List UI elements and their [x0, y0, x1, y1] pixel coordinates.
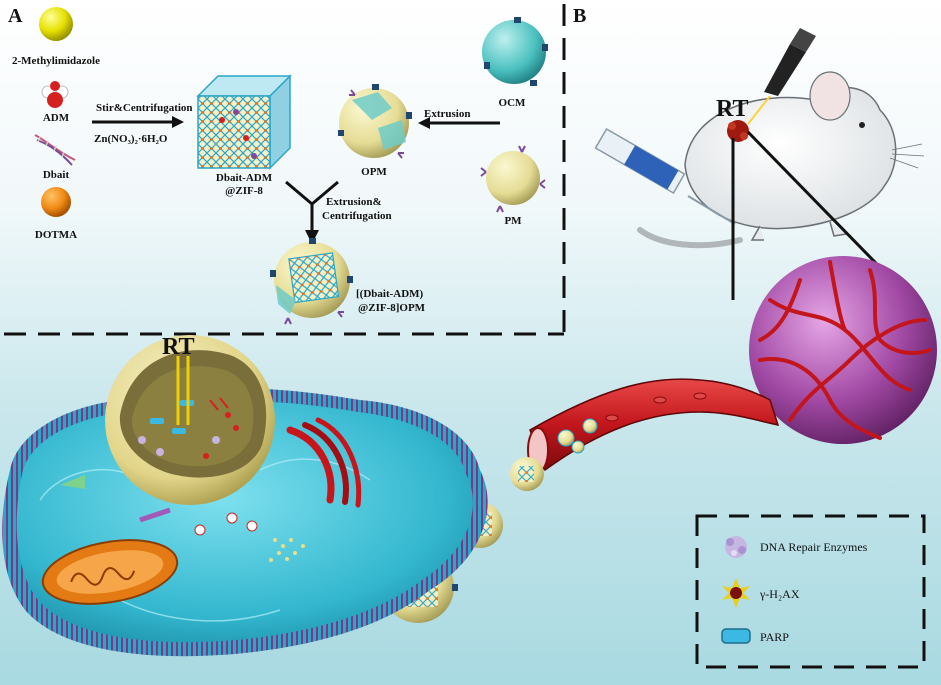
blood-vessel — [529, 378, 780, 472]
extrusion-centrifugation-label-1: Extrusion& — [326, 196, 382, 208]
nucleus — [105, 335, 275, 505]
pm-label: PM — [504, 215, 522, 227]
dbait-adm-zif8-cube — [196, 74, 292, 170]
extrusion-centrifugation-arrow — [285, 180, 339, 232]
material-label: ADM — [43, 112, 70, 124]
cell-rt-label: RT — [162, 334, 195, 360]
arrow-head — [305, 230, 319, 244]
stir-label: Stir&Centrifugation — [96, 102, 193, 114]
pm-sphere — [480, 145, 546, 213]
opm-sphere — [338, 84, 412, 159]
panel-label-a: A — [8, 5, 23, 27]
final-np-label-2: @ZIF-8]OPM — [358, 302, 426, 314]
stir-centrifugation-arrow: Stir&Centrifugation Zn(NO₃)₂·6H₂O — [92, 102, 193, 145]
mitochondrion — [41, 539, 179, 605]
extrusion-arrow: Extrusion — [418, 108, 500, 129]
mouse-illustration — [637, 71, 925, 249]
golgi-apparatus — [286, 417, 362, 508]
tumor-illustration — [749, 256, 937, 444]
final-nanoparticle — [270, 238, 353, 325]
red-blood-cells — [605, 392, 707, 422]
mouse-rt-label: RT — [716, 96, 749, 122]
methylimidazole-sphere-icon — [39, 7, 73, 41]
material-label: DOTMA — [35, 229, 77, 241]
membrane-protein-icon — [484, 17, 548, 86]
reagent-label: Zn(NO₃)₂·6H₂O — [94, 133, 168, 145]
extrusion-label: Extrusion — [424, 108, 470, 120]
legend-label: γ-H₂AX — [759, 587, 800, 601]
mof-label-line1: Dbait-ADM — [216, 172, 273, 184]
dna-damage-particles — [138, 397, 239, 459]
mof-label-line2: @ZIF-8 — [225, 185, 263, 197]
ocm-sphere — [482, 17, 548, 86]
radiation-beams — [176, 356, 190, 425]
final-np-label-1: [(Dbait-ADM) — [356, 288, 424, 300]
legend: DNA Repair Enzymes γ-H₂AX PARP — [695, 514, 926, 669]
adm-molecule-icon — [41, 81, 69, 108]
platelet-marker-icon — [480, 145, 546, 213]
legend-label: PARP — [760, 630, 789, 644]
material-methylimidazole: 2-Methylimidazole — [12, 7, 100, 67]
legend-item-dna-repair-enzymes: DNA Repair Enzymes — [725, 536, 868, 558]
opm-label: OPM — [361, 166, 387, 178]
cytoplasm-molecules — [60, 475, 258, 536]
legend-item-gamma-h2ax: γ-H₂AX — [722, 578, 800, 608]
material-label: 2-Methylimidazole — [12, 55, 100, 67]
legend-item-parp: PARP — [721, 628, 789, 644]
er-particles — [269, 538, 305, 562]
parp-icon — [721, 628, 751, 644]
material-dbait: Dbait — [34, 134, 76, 181]
membrane-protein-icon — [338, 84, 412, 136]
ocm-label: OCM — [499, 97, 527, 109]
radiation-device-icon — [747, 28, 816, 125]
panel-dividers — [4, 4, 566, 336]
material-label: Dbait — [43, 169, 70, 181]
extrusion-centrifugation-label-2: Centrifugation — [322, 210, 392, 222]
material-adm: ADM — [41, 81, 70, 124]
material-dotma: DOTMA — [35, 187, 77, 241]
dna-helix-icon — [34, 134, 76, 166]
panel-label-b: B — [573, 5, 586, 27]
dna-repair-enzyme-icon — [725, 536, 747, 558]
syringe-icon — [594, 127, 736, 225]
circulating-nanoparticle — [510, 457, 544, 491]
legend-label: DNA Repair Enzymes — [760, 540, 868, 554]
dotma-sphere-icon — [41, 187, 71, 217]
vessel-nanoparticles — [557, 418, 598, 454]
